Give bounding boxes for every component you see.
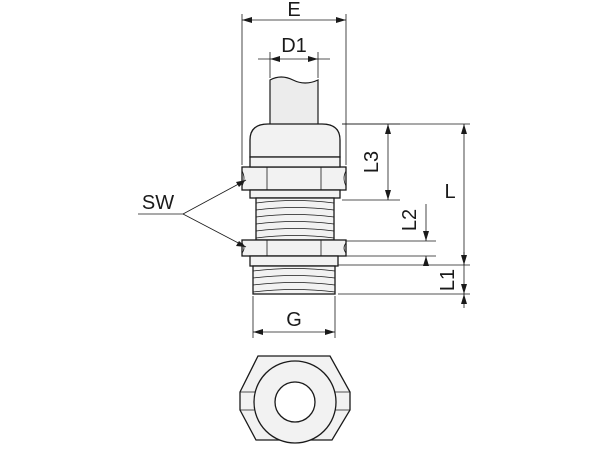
label-l: L	[444, 181, 455, 203]
upper-thread	[255, 197, 335, 241]
end-view	[239, 355, 351, 444]
label-g: G	[286, 309, 302, 331]
label-l1: L1	[437, 269, 459, 291]
label-e: E	[287, 0, 300, 21]
cap-collar	[249, 156, 341, 168]
dimension-l3: L3	[342, 123, 400, 201]
dome-cap	[249, 123, 341, 158]
dimension-d1: D1	[258, 35, 330, 78]
label-l3: L3	[361, 151, 383, 173]
cable	[269, 76, 319, 127]
dimension-l: L	[338, 123, 470, 295]
lower-thread	[252, 265, 336, 295]
dimension-sw: SW	[138, 179, 247, 248]
dimension-e: E	[241, 0, 347, 165]
lower-hex-body	[241, 239, 347, 257]
label-l2: L2	[399, 209, 421, 231]
dimension-g: G	[252, 296, 336, 338]
lower-washer	[249, 255, 339, 267]
dimension-l2: L2	[338, 204, 436, 266]
label-sw: SW	[142, 192, 174, 214]
dimension-l1: L1	[338, 252, 470, 308]
end-view-cable-hole	[274, 381, 316, 423]
upper-washer	[249, 189, 341, 199]
upper-hex-nut	[241, 166, 347, 191]
side-view	[241, 76, 347, 295]
label-d1: D1	[281, 35, 307, 57]
